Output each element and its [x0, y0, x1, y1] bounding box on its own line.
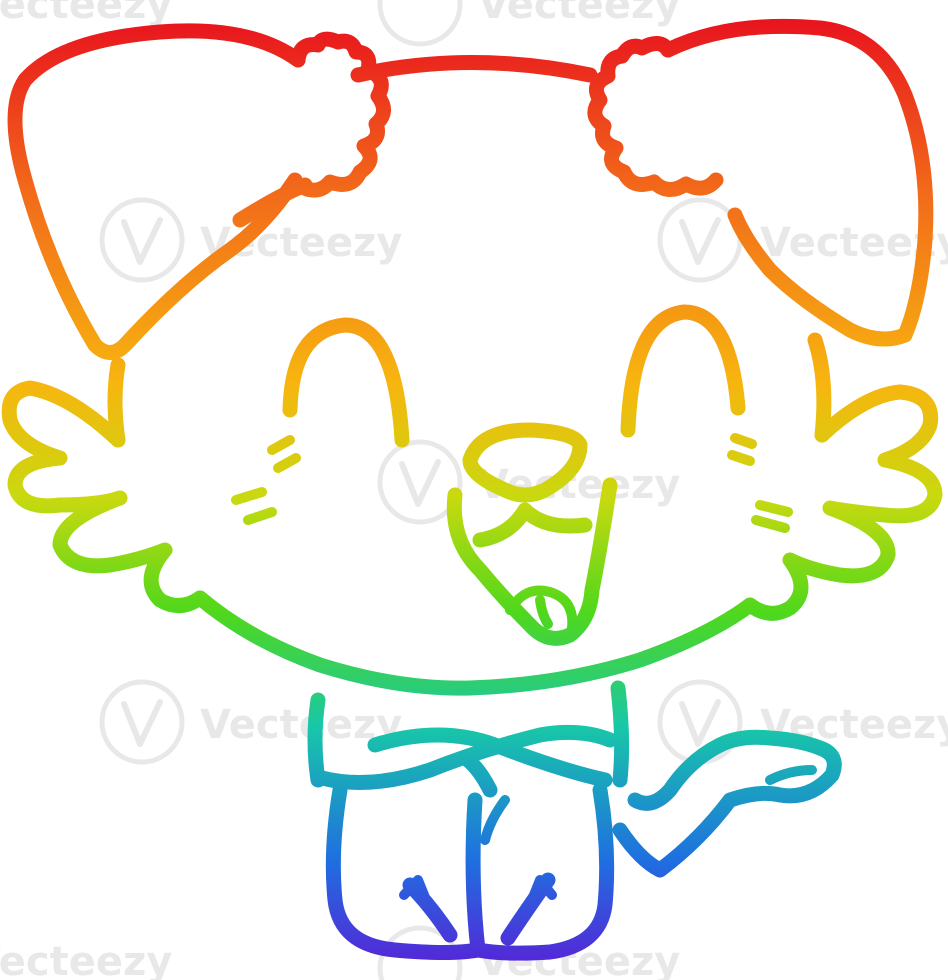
- left-leg: [325, 782, 486, 960]
- right-paw-detail: [527, 875, 557, 905]
- right-ear-icon: [660, 18, 934, 347]
- watermark-text: Vecteezy: [0, 0, 172, 28]
- watermark-mark: Vecteezy: [377, 0, 680, 47]
- watermark-mark: Vecteezy: [0, 939, 172, 980]
- nose-icon: [462, 422, 588, 503]
- tongue-icon: [505, 585, 578, 633]
- watermark-text: Vecteezy: [200, 702, 402, 748]
- watermark-mark: Vecteezy: [657, 197, 948, 283]
- right-leg: [470, 782, 615, 961]
- left-eye-icon: [282, 317, 410, 448]
- right-eye-icon: [620, 304, 746, 438]
- watermark-text: Vecteezy: [478, 0, 680, 28]
- left-paw-detail: [399, 875, 431, 905]
- mouth-icon: [446, 477, 618, 646]
- watermark-mark: Vecteezy: [99, 197, 402, 283]
- dog-drawing: [1, 18, 943, 961]
- left-ear-tuft: [290, 31, 391, 198]
- left-ear-icon: [7, 23, 306, 360]
- watermark-mark: Vecteezy: [0, 0, 172, 28]
- head-top-outline: [350, 55, 598, 83]
- arm-fold: [460, 752, 498, 798]
- tail-tip-detail: [765, 765, 817, 785]
- face-right-cheek: [807, 332, 832, 443]
- left-leg-inner-line: [480, 795, 510, 845]
- left-cheek-fluff: [1, 380, 208, 613]
- right-eye-crinkle: [727, 433, 757, 466]
- jaw-outline: [192, 590, 758, 696]
- right-cheek-fluff: [742, 384, 943, 621]
- right-arm: [367, 727, 613, 788]
- right-whisker-marks: [751, 500, 793, 533]
- left-ear-inner-line: [232, 177, 313, 228]
- tail-icon: [612, 729, 842, 878]
- tongue-crease: [535, 595, 553, 629]
- body-left-outline: [307, 692, 326, 788]
- mouth-upper-line: [472, 502, 593, 548]
- watermark-text: Vecteezy: [0, 939, 172, 980]
- body-right-outline: [610, 680, 630, 788]
- left-eye-crinkle: [267, 435, 301, 473]
- left-whisker-marks: [231, 487, 277, 525]
- leg-divider: [465, 792, 486, 958]
- right-ear-tuft: [587, 36, 724, 197]
- watermark-mark: Vecteezy: [99, 679, 402, 765]
